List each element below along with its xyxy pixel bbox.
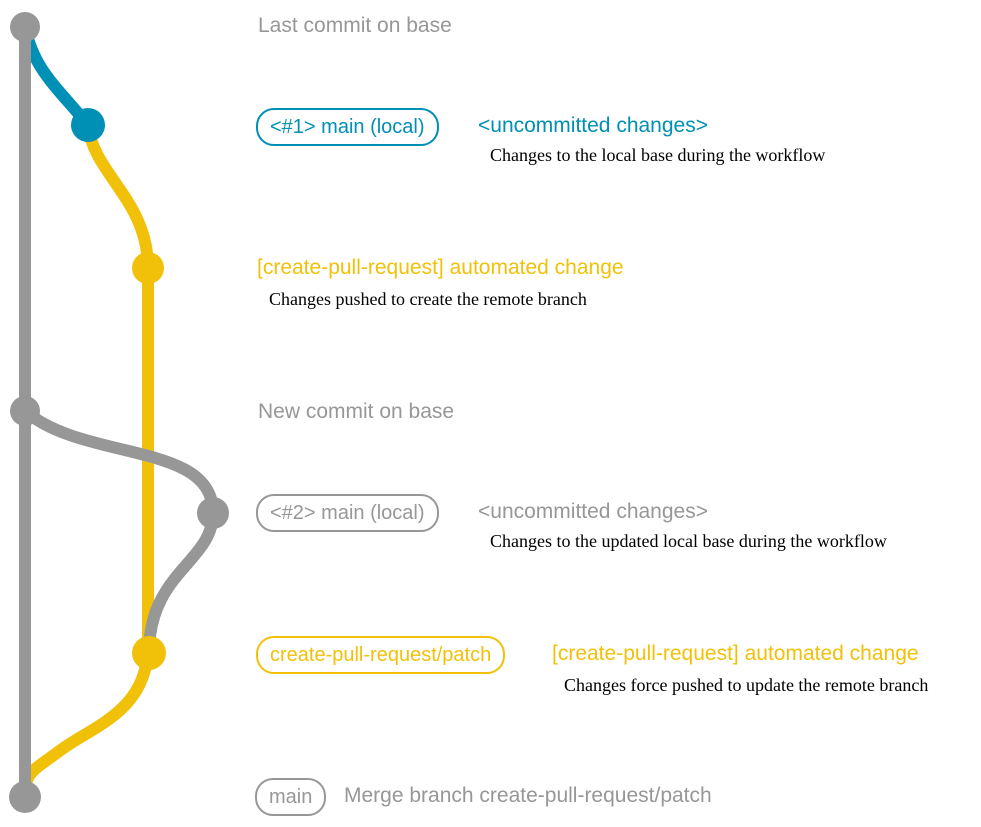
branch-label-patch: create-pull-request/patch bbox=[256, 636, 506, 674]
commit-dot-patch-1 bbox=[132, 252, 164, 284]
branch-line-main-local-out bbox=[19, 25, 93, 129]
branch-line-patch-merge bbox=[19, 644, 154, 796]
commit-dot-main-local-2 bbox=[197, 497, 229, 529]
caption-automated-change-2: [create-pull-request] automated change bbox=[552, 642, 919, 665]
caption-automated-change-1: [create-pull-request] automated change bbox=[257, 256, 624, 279]
branch-label-main-local-2: <#2> main (local) bbox=[256, 494, 439, 532]
description-changes-force-pushed: Changes force pushed to update the remot… bbox=[564, 675, 929, 695]
branch-graph bbox=[9, 12, 229, 813]
branch-label-main: main bbox=[255, 778, 327, 816]
description-local-base-changes: Changes to the local base during the wor… bbox=[490, 145, 826, 165]
branch-line-main-local-2-back bbox=[143, 512, 219, 654]
description-updated-local-base-changes: Changes to the updated local base during… bbox=[490, 531, 887, 551]
description-changes-pushed: Changes pushed to create the remote bran… bbox=[269, 289, 587, 309]
caption-last-commit-on-base: Last commit on base bbox=[258, 14, 452, 37]
branch-label-main-local-1: <#1> main (local) bbox=[256, 108, 439, 146]
branch-line-patch bbox=[82, 124, 154, 650]
commit-dot-base-top bbox=[10, 12, 40, 42]
caption-merge-branch: Merge branch create-pull-request/patch bbox=[344, 784, 712, 807]
commit-dot-base-new bbox=[10, 396, 40, 426]
caption-new-commit-on-base: New commit on base bbox=[258, 400, 455, 423]
commit-dot-patch-2 bbox=[132, 636, 166, 670]
caption-uncommitted-changes-2: <uncommitted changes> bbox=[478, 500, 708, 523]
commit-dot-base-merge bbox=[9, 781, 41, 813]
branch-line-main-local-2-out bbox=[21, 406, 219, 514]
caption-uncommitted-changes-1: <uncommitted changes> bbox=[478, 114, 708, 137]
commit-dot-main-local-1 bbox=[71, 108, 105, 142]
